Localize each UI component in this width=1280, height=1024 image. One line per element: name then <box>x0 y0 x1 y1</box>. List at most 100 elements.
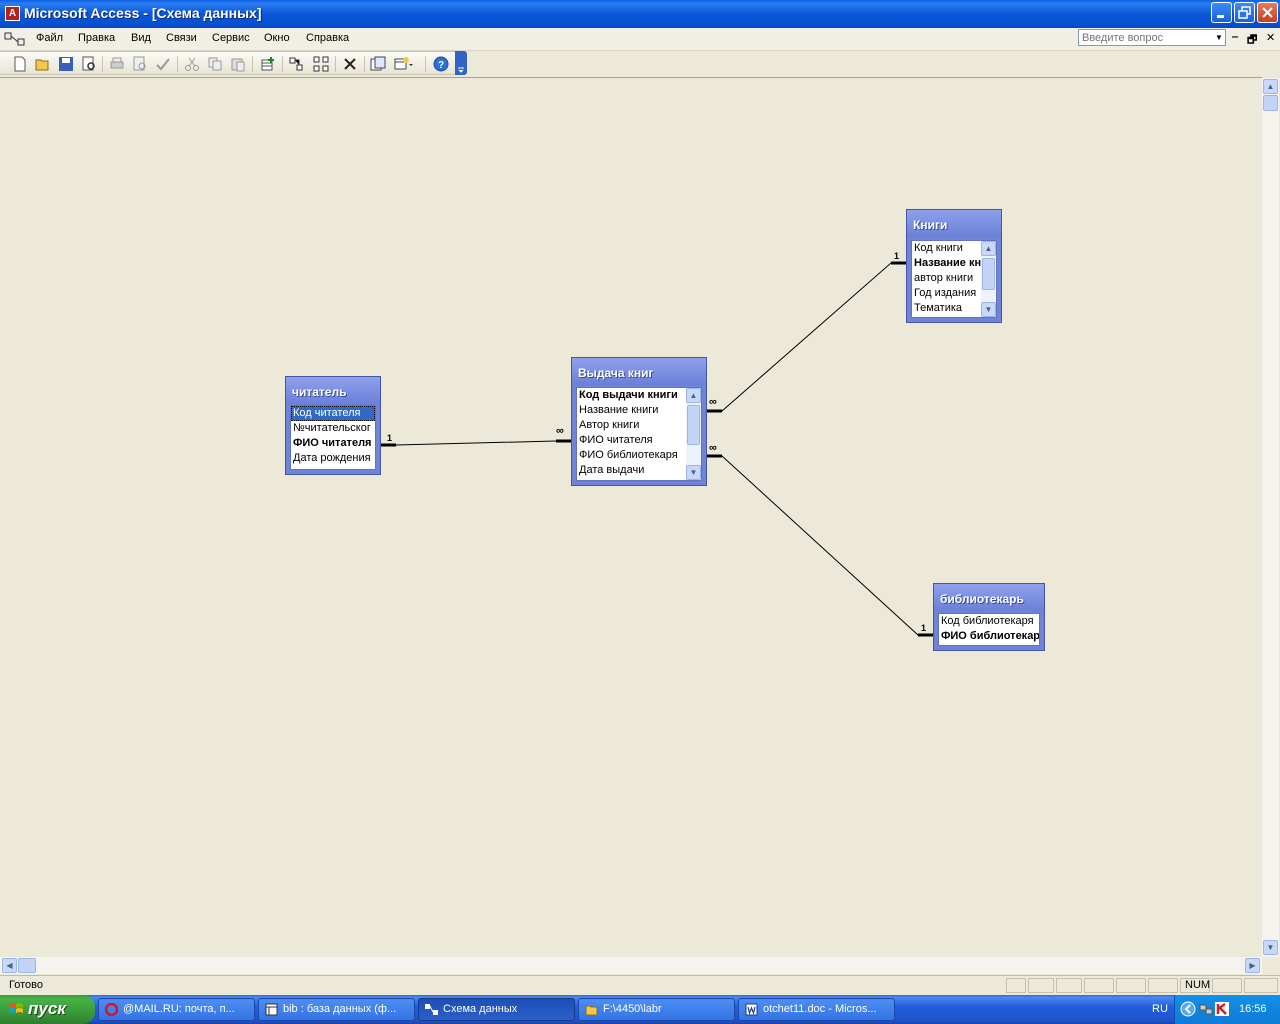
show-table-icon[interactable] <box>260 56 276 72</box>
chevron-left-icon[interactable] <box>1180 1001 1196 1017</box>
antivirus-icon[interactable] <box>1215 1002 1229 1016</box>
field-item[interactable]: Дата рождения <box>293 452 371 464</box>
access-app-icon[interactable]: A <box>5 6 20 21</box>
save-icon[interactable] <box>58 56 74 72</box>
scroll-thumb[interactable] <box>18 958 36 973</box>
scroll-thumb[interactable] <box>1263 95 1278 111</box>
field-item[interactable]: Тематика <box>914 302 963 314</box>
restore-button[interactable] <box>1234 2 1255 23</box>
field-item[interactable]: Код выдачи книги <box>579 389 678 401</box>
chevron-down-icon[interactable]: ▼ <box>1215 33 1223 42</box>
field-item[interactable]: автор книги <box>914 272 974 284</box>
field-item[interactable]: Код читателя <box>291 406 375 421</box>
field-item[interactable]: ФИО библиотекаря <box>579 449 678 461</box>
taskbar-item-folder[interactable]: F:\4450\labr <box>578 998 735 1021</box>
relationship-line-reader-issue[interactable] <box>380 440 572 446</box>
relationships-window-icon[interactable] <box>4 31 26 47</box>
field-list-scrollbar[interactable]: ▲ ▼ <box>686 388 701 480</box>
menu-view[interactable]: Вид <box>131 32 151 44</box>
taskbar-item-opera[interactable]: @MAIL.RU: почта, п... <box>98 998 255 1021</box>
language-indicator[interactable]: RU <box>1152 1003 1168 1015</box>
relationships-canvas[interactable] <box>0 77 1262 958</box>
table-book-issue[interactable]: Выдача книг Код выдачи книги Название кн… <box>571 357 707 486</box>
preview-icon[interactable] <box>81 56 97 72</box>
field-item[interactable]: ФИО читателя <box>293 437 372 449</box>
status-panel <box>1148 978 1178 993</box>
show-direct-icon[interactable] <box>288 56 304 72</box>
scroll-up-icon[interactable]: ▲ <box>686 388 701 403</box>
mdi-minimize-button[interactable]: ‒ <box>1232 31 1239 43</box>
field-item[interactable]: №читательског <box>293 422 371 434</box>
table-librarian[interactable]: библиотекарь Код библиотекаря ФИО библио… <box>933 583 1045 651</box>
taskbar-item-label: bib : база данных (ф... <box>283 1003 397 1015</box>
scroll-down-icon[interactable]: ▼ <box>1263 940 1278 955</box>
print-icon[interactable] <box>109 56 125 72</box>
field-list[interactable]: Код читателя №читательског ФИО читателя … <box>290 405 376 470</box>
menu-file[interactable]: Файл <box>36 32 64 44</box>
relationships-icon[interactable] <box>370 56 386 72</box>
network-icon[interactable] <box>1199 1002 1213 1016</box>
clock[interactable]: 16:56 <box>1239 1003 1267 1015</box>
menu-window[interactable]: Окно <box>264 32 290 44</box>
scroll-thumb[interactable] <box>982 258 995 290</box>
mdi-close-button[interactable]: ✕ <box>1266 32 1276 44</box>
field-item[interactable]: Код книги <box>914 242 963 254</box>
new-object-icon[interactable] <box>394 56 413 72</box>
relationship-line-issue-books[interactable] <box>706 262 907 412</box>
field-list-scrollbar[interactable]: ▲ ▼ <box>981 241 996 317</box>
field-item[interactable]: Название книги <box>579 404 659 416</box>
copy-icon[interactable] <box>207 56 223 72</box>
field-item[interactable]: Автор книги <box>579 419 640 431</box>
menu-tools[interactable]: Сервис <box>212 32 250 44</box>
field-list[interactable]: Код библиотекаря ФИО библиотекаря <box>938 613 1040 646</box>
scroll-up-icon[interactable]: ▲ <box>981 241 996 256</box>
taskbar-item-word[interactable]: otchet11.doc - Micros... <box>738 998 895 1021</box>
scroll-thumb[interactable] <box>687 405 700 445</box>
menu-relationships[interactable]: Связи <box>166 32 197 44</box>
menu-edit[interactable]: Правка <box>78 32 116 44</box>
table-books[interactable]: Книги Код книги Название кни автор книги… <box>906 209 1002 323</box>
paste-icon[interactable] <box>230 56 246 72</box>
scroll-down-icon[interactable]: ▼ <box>981 302 996 317</box>
table-reader[interactable]: читатель Код читателя №читательског ФИО … <box>285 376 381 475</box>
taskbar-item-database[interactable]: bib : база данных (ф... <box>258 998 415 1021</box>
field-item[interactable]: Дата выдачи <box>579 464 645 476</box>
field-item[interactable]: ФИО читателя <box>579 434 653 446</box>
relationship-line-issue-librarian[interactable] <box>706 455 934 636</box>
table-title[interactable]: Книги <box>907 210 1001 237</box>
status-text: Готово <box>9 979 43 991</box>
close-button[interactable] <box>1257 2 1278 23</box>
status-panel <box>1006 978 1026 993</box>
menu-help[interactable]: Справка <box>306 32 350 44</box>
vertical-scrollbar[interactable]: ▲ ▼ <box>1262 78 1279 958</box>
show-all-icon[interactable] <box>313 56 329 72</box>
toolbar-options-button[interactable] <box>455 51 467 75</box>
print-preview-icon[interactable] <box>132 56 148 72</box>
field-item[interactable]: ФИО библиотекаря <box>941 630 1039 642</box>
minimize-button[interactable] <box>1211 2 1232 23</box>
mdi-restore-button[interactable]: 🗗 <box>1247 34 1258 46</box>
field-item[interactable]: Год издания <box>914 287 977 299</box>
help-icon[interactable]: ? <box>433 56 449 72</box>
field-list[interactable]: Код книги Название кни автор книги Год и… <box>911 240 997 318</box>
taskbar-item-relationships[interactable]: Схема данных <box>418 998 575 1021</box>
field-item[interactable]: Название кни <box>914 257 981 269</box>
new-icon[interactable] <box>12 56 28 72</box>
scroll-down-icon[interactable]: ▼ <box>686 465 701 480</box>
ask-question-input[interactable] <box>1078 29 1226 46</box>
field-list[interactable]: Код выдачи книги Название книги Автор кн… <box>576 387 702 481</box>
horizontal-scrollbar[interactable]: ◀ ▶ <box>0 957 1262 974</box>
delete-icon[interactable] <box>342 56 358 72</box>
table-title[interactable]: читатель <box>286 377 380 404</box>
open-icon[interactable] <box>35 56 51 72</box>
scroll-right-icon[interactable]: ▶ <box>1245 958 1260 973</box>
scroll-up-icon[interactable]: ▲ <box>1263 79 1278 94</box>
cut-icon[interactable] <box>184 56 200 72</box>
num-lock-indicator: NUM <box>1180 978 1210 993</box>
table-title[interactable]: библиотекарь <box>934 584 1044 611</box>
spelling-icon[interactable] <box>155 56 171 72</box>
start-button[interactable]: пуск <box>0 995 95 1024</box>
scroll-left-icon[interactable]: ◀ <box>2 958 17 973</box>
table-title[interactable]: Выдача книг <box>572 358 706 385</box>
field-item[interactable]: Код библиотекаря <box>941 615 1034 627</box>
